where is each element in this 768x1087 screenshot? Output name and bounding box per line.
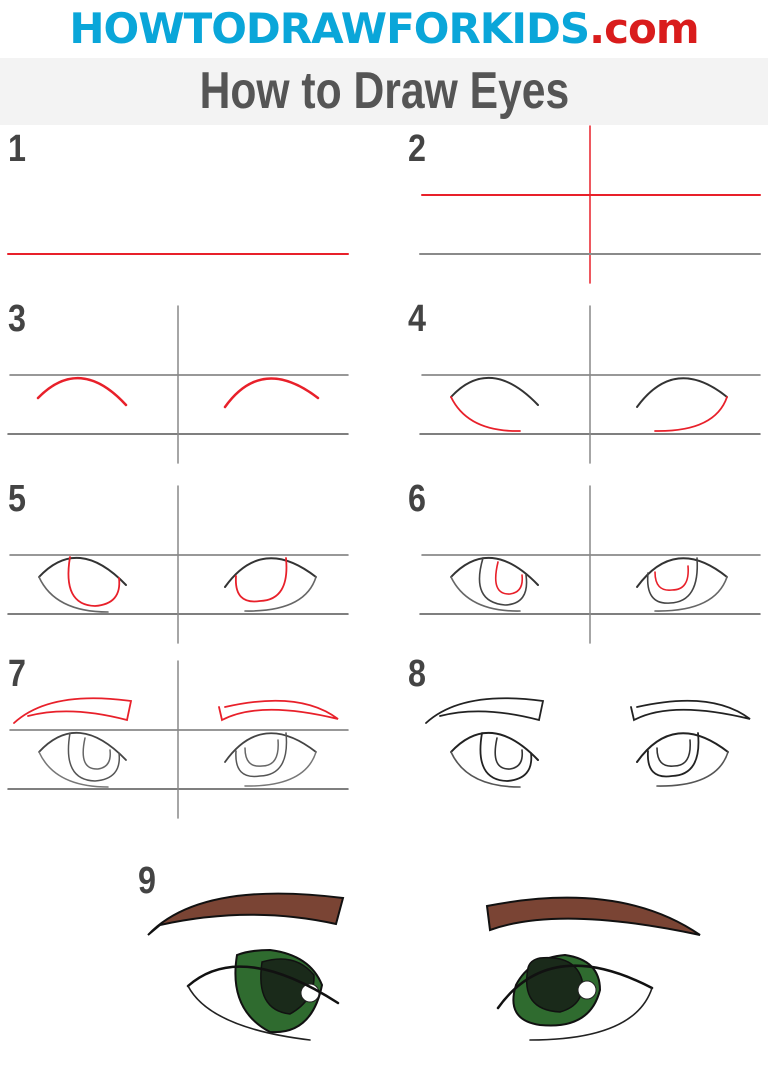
step-2-drawing (419, 125, 761, 284)
step-number-5: 5 (8, 478, 26, 520)
step-number-1: 1 (8, 128, 26, 170)
brand-main-text: HOWTODRAWFORKIDS (69, 4, 590, 53)
site-brand: HOWTODRAWFORKIDS.com (0, 0, 768, 58)
step-number-7: 7 (8, 653, 26, 695)
left-eyebrow (147, 892, 345, 936)
left-eye (186, 948, 340, 1041)
step-5-drawing (7, 485, 349, 644)
step-9-drawing (147, 892, 701, 1041)
step-number-3: 3 (8, 298, 26, 340)
right-eye (496, 953, 654, 1041)
right-eyebrow (485, 896, 701, 936)
step-number-2: 2 (408, 128, 426, 170)
step-number-9: 9 (138, 860, 156, 902)
step-3-drawing (7, 305, 349, 464)
step-7-drawing (7, 660, 349, 819)
brand-tld-text: .com (589, 4, 699, 53)
step-number-4: 4 (408, 298, 426, 340)
page-title: How to Draw Eyes (199, 62, 569, 120)
step-6-drawing (419, 485, 761, 644)
title-bar: How to Draw Eyes (0, 58, 768, 125)
step-8-drawing (425, 697, 751, 788)
step-number-8: 8 (408, 653, 426, 695)
step-number-6: 6 (408, 478, 426, 520)
step-4-drawing (419, 305, 761, 464)
